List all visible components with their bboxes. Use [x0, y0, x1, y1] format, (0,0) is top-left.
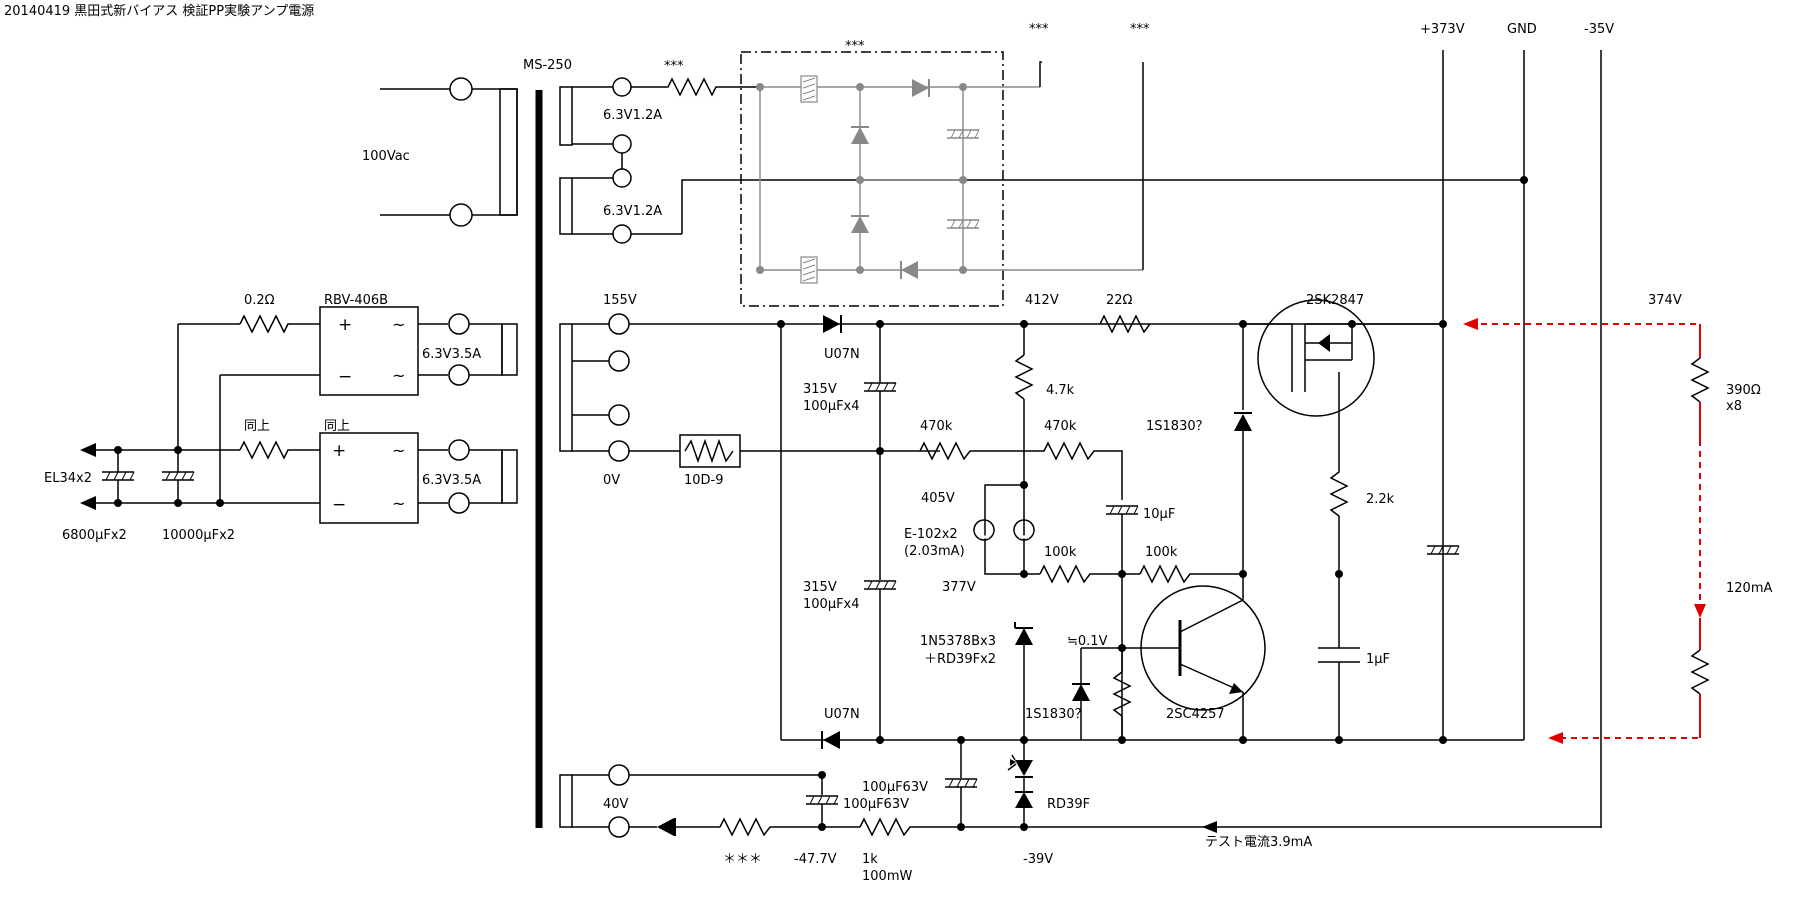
ast4-label: *** — [1130, 22, 1150, 37]
ast3-label: *** — [1029, 22, 1049, 37]
svg-text:+: + — [332, 441, 346, 461]
u07n-bot-label: U07N — [824, 707, 860, 722]
r470b-label: 470k — [1044, 419, 1077, 434]
svg-text:~: ~ — [392, 366, 405, 385]
r02-label: 0.2Ω — [244, 293, 275, 308]
c100a-label: 100μFx4 — [803, 399, 860, 414]
v374-label: 374V — [1648, 293, 1682, 308]
r22k-label: 2.2k — [1366, 492, 1395, 507]
e102-label: E-102x2 — [904, 527, 958, 542]
svg-text:−: − — [338, 367, 352, 387]
r1kw-label: 100mW — [862, 869, 912, 884]
v412-label: 412V — [1025, 293, 1059, 308]
primary-winding — [380, 77, 518, 227]
vm39-label: -39V — [1023, 852, 1053, 867]
heater-windings — [559, 77, 1524, 244]
q2sc-label: 2SC4257 — [1166, 707, 1225, 722]
svg-text:+: + — [338, 315, 352, 335]
s1830a-label: 1S1830？ — [1146, 419, 1209, 434]
hv-winding — [559, 313, 1443, 468]
r22-label: 22Ω — [1106, 293, 1133, 308]
test-label: テスト電流3.9mA — [1205, 835, 1312, 850]
tap155-label: 155V — [603, 293, 637, 308]
sec2-label: 6.3V3.5A — [422, 473, 481, 488]
heater-out-a — [1039, 61, 1042, 87]
transistor-2sc4257 — [1072, 574, 1266, 744]
v405-label: 405V — [921, 491, 955, 506]
vm35-label: -35V — [1584, 22, 1614, 37]
el34-heater-supply: + − ~ ~ + − ~ ~ — [80, 306, 518, 524]
th-label: 10D-9 — [684, 473, 724, 488]
ast2-label: *** — [845, 39, 865, 54]
r1k-label: 1k — [862, 852, 878, 867]
same2-label: 同上 — [324, 419, 350, 434]
e102i-label: (2.03mA) — [904, 544, 965, 559]
heater1-label: 6.3V1.2A — [603, 108, 662, 123]
rbv-label: RBV-406B — [324, 293, 388, 308]
ast5-label: ＊＊＊ — [723, 852, 762, 867]
r390n-label: x8 — [1726, 399, 1742, 414]
v373-label: +373V — [1420, 22, 1465, 37]
r390-label: 390Ω — [1726, 383, 1761, 398]
ma120-label: 120mA — [1726, 581, 1772, 596]
c6800-label: 6800μFx2 — [62, 528, 127, 543]
gnd-label: GND — [1507, 22, 1537, 37]
svg-text:−: − — [332, 495, 346, 515]
mosfet-2sk2847 — [1234, 299, 1443, 744]
r100b-label: 100k — [1145, 545, 1178, 560]
c100b-label: 100μFx4 — [803, 597, 860, 612]
svg-text:~: ~ — [392, 494, 405, 513]
vac-label: 100Vac — [362, 149, 410, 164]
test-load — [1463, 318, 1710, 744]
r100a-label: 100k — [1044, 545, 1077, 560]
u07n-top-label: U07N — [824, 347, 860, 362]
r47k-label: 4.7k — [1046, 383, 1075, 398]
heater2-label: 6.3V1.2A — [603, 204, 662, 219]
sec1-label: 6.3V3.5A — [422, 347, 481, 362]
heater-bridge — [756, 75, 1143, 284]
ground-bus — [781, 320, 1524, 744]
hv-rectifier — [777, 315, 897, 749]
heater-supply-box — [740, 51, 1004, 307]
diagram-title: 20140419 黒田式新バイアス 検証PP実験アンプ電源 — [4, 3, 314, 19]
v01-label: ≒0.1V — [1067, 634, 1108, 649]
vm47-label: -47.7V — [794, 852, 837, 867]
c10000-label: 10000μFx2 — [162, 528, 235, 543]
negative-bias-supply — [559, 740, 1601, 838]
svg-text:~: ~ — [392, 441, 405, 460]
c100f63a-label: 100μF63V — [862, 780, 928, 795]
c1u-label: 1μF — [1366, 652, 1390, 667]
d1n5378-label: 1N5378Bx3 — [920, 634, 996, 649]
c10u-label: 10μF — [1143, 507, 1175, 522]
r470a-label: 470k — [920, 419, 953, 434]
c315b-label: 315V — [803, 580, 837, 595]
transformer-label: MS-250 — [523, 58, 572, 73]
c100f63b-label: 100μF63V — [843, 797, 909, 812]
el34-label: EL34x2 — [44, 471, 92, 486]
rd39f-label: RD39F — [1047, 797, 1090, 812]
tap0-label: 0V — [603, 473, 620, 488]
q2sk-label: 2SK2847 — [1306, 293, 1364, 308]
bias-network — [919, 314, 1247, 744]
tap40-label: 40V — [603, 797, 629, 812]
s1830b-label: 1S1830？ — [1025, 707, 1088, 722]
svg-text:~: ~ — [392, 315, 405, 334]
same1-label: 同上 — [244, 419, 270, 434]
c315a-label: 315V — [803, 382, 837, 397]
v377-label: 377V — [942, 580, 976, 595]
ast1-label: *** — [664, 59, 684, 74]
resistor-ast-top — [660, 77, 760, 97]
rd39fx2-label: ＋RD39Fx2 — [924, 652, 996, 667]
